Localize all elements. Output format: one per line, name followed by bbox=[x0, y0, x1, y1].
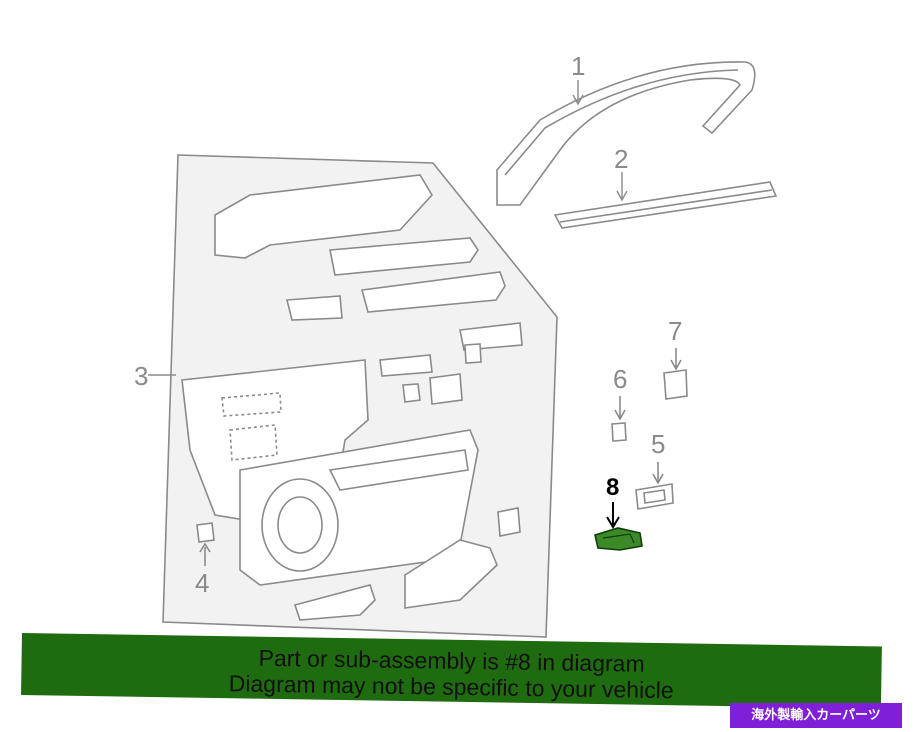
callout-7: 7 bbox=[668, 316, 683, 346]
part-2-belt-molding bbox=[553, 181, 778, 229]
leader-lines bbox=[572, 80, 628, 202]
part-3-door-panel-assembly bbox=[148, 154, 558, 638]
import-parts-badge: 海外製輸入カーパーツ bbox=[730, 703, 902, 728]
callout-5: 5 bbox=[651, 429, 666, 459]
callout-6: 6 bbox=[613, 364, 628, 394]
callout-3: 3 bbox=[134, 361, 149, 391]
part-5-handle-bezel bbox=[635, 462, 674, 510]
callout-8: 8 bbox=[606, 474, 620, 501]
callout-4: 4 bbox=[195, 568, 210, 598]
part-7-switch-bezel bbox=[663, 348, 688, 400]
part-6-switch bbox=[611, 396, 627, 442]
part-8-highlighted bbox=[594, 502, 643, 551]
callout-1: 1 bbox=[571, 51, 586, 81]
part-4-clip bbox=[196, 522, 215, 566]
part-1-window-frame bbox=[496, 61, 756, 206]
callout-2: 2 bbox=[614, 144, 629, 174]
